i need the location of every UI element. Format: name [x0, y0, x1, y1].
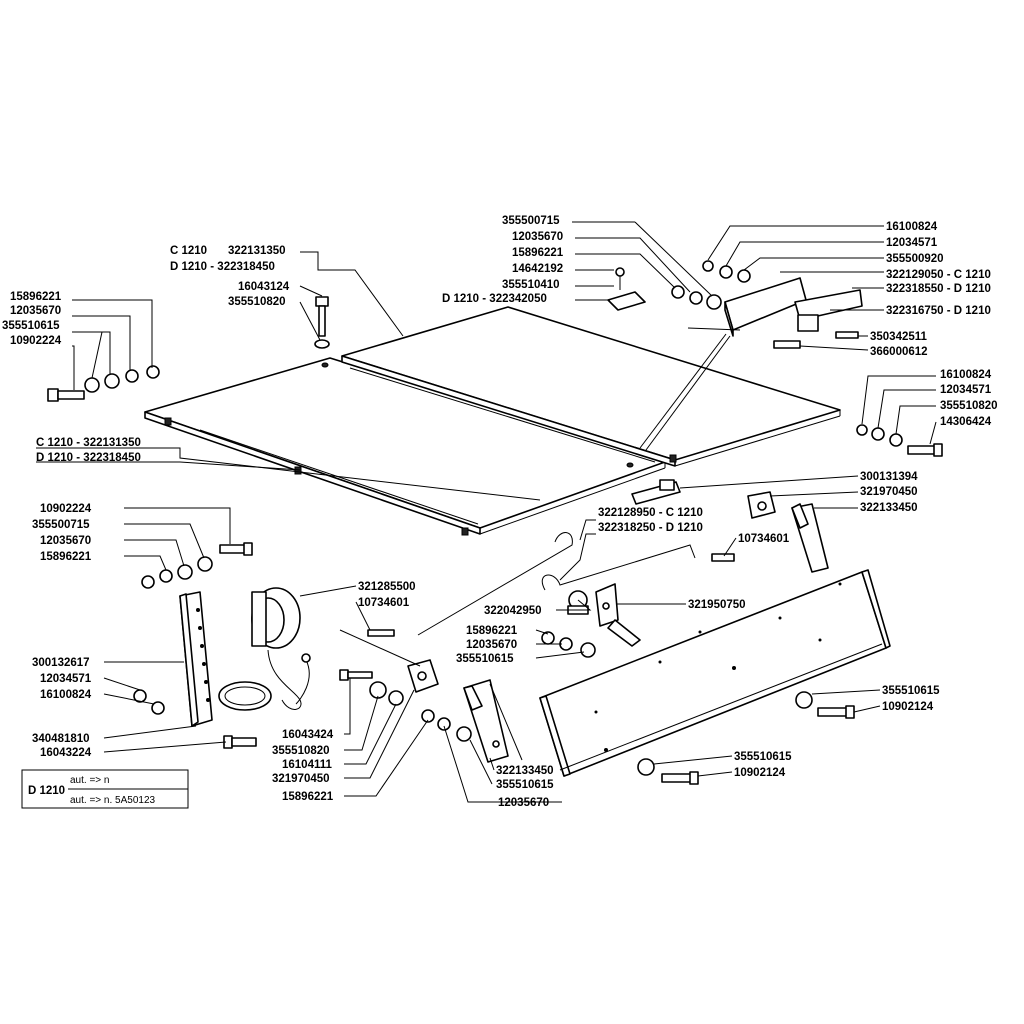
mid-left-fasteners-icon — [141, 542, 253, 589]
label-rail-nut-0: 12034571 — [40, 673, 92, 685]
label-left-stack-0: 15896221 — [10, 291, 62, 303]
label-horn-stack-1: 355510820 — [272, 745, 330, 757]
label-bracket-b: 322133450 — [860, 502, 918, 514]
label-holder-1: 12035670 — [466, 639, 517, 651]
latch-icon — [631, 479, 681, 505]
left-fasteners-icon — [47, 365, 160, 402]
label-right-top-2: 355500920 — [886, 253, 944, 265]
legend-line1: aut. => n — [70, 775, 109, 786]
label-pin-left: 10734601 — [358, 597, 410, 609]
label-hinge-d: D 1210 - 322342050 — [442, 293, 547, 305]
label-left-stack-1: 12035670 — [10, 305, 61, 317]
bracket-321970450-icon — [747, 491, 776, 519]
label-clip: 322042950 — [484, 605, 542, 617]
label-right-top-d2: 322316750 - D 1210 — [886, 305, 991, 317]
horn-mount-icon — [339, 629, 439, 706]
label-rod-d: 322318250 - D 1210 — [598, 522, 703, 534]
label-mid-left-3: 15896221 — [40, 551, 92, 563]
label-hinge-0: 355500715 — [502, 215, 560, 227]
legend-model: D 1210 — [28, 785, 65, 797]
label-mid-left-0: 10902224 — [40, 503, 92, 515]
lock-bracket-icon — [639, 260, 863, 451]
label-latch: 300131394 — [860, 471, 918, 483]
label-top-cover-d: D 1210 - 322318450 — [170, 261, 275, 273]
label-right-top-bolt1: 350342511 — [870, 331, 928, 343]
label-low-washer: 355510615 — [496, 779, 554, 791]
label-top-cover-c: C 1210 — [170, 245, 207, 257]
horn-strap-icon — [218, 681, 272, 711]
lower-bracket-icon — [421, 679, 509, 763]
label-horn-stack-4: 15896221 — [282, 791, 334, 803]
support-rod-icon — [417, 532, 735, 636]
label-panel-right2-1: 10902124 — [734, 767, 786, 779]
label-left-stack-3: 10902224 — [10, 335, 62, 347]
label-horn-stack-3: 321970450 — [272, 773, 330, 785]
label-pin-right: 10734601 — [738, 533, 790, 545]
leader-lines — [36, 221, 937, 803]
label-hinge-2: 15896221 — [512, 247, 564, 259]
label-low-bracket: 322133450 — [496, 765, 554, 777]
label-top-cover-c-code: 322131350 — [228, 245, 286, 257]
label-right-mid-2: 355510820 — [940, 400, 998, 412]
cover-hole — [321, 362, 329, 368]
label-rod-c: 322128950 - C 1210 — [598, 507, 703, 519]
side-panel-icon — [539, 569, 891, 785]
label-right-top-d: 322318550 - D 1210 — [886, 283, 991, 295]
label-right-top-c: 322129050 - C 1210 — [886, 269, 991, 281]
hinge-plate-icon — [607, 267, 722, 311]
cover-hole — [626, 462, 634, 468]
label-right-mid-3: 14306424 — [940, 416, 992, 428]
label-holder-0: 15896221 — [466, 625, 518, 637]
label-lower-cover-c: C 1210 - 322131350 — [36, 437, 141, 449]
label-washer-top: 355510820 — [228, 296, 286, 308]
label-right-top-1: 12034571 — [886, 237, 938, 249]
rail-icon — [133, 591, 257, 749]
label-hinge-1: 12035670 — [512, 231, 563, 243]
bolt-16043124-icon — [314, 296, 330, 349]
label-right-top-bolt2: 366000612 — [870, 346, 928, 358]
label-panel-right1-0: 355510615 — [882, 685, 940, 697]
label-horn: 321285500 — [358, 581, 416, 593]
label-right-mid-0: 16100824 — [940, 369, 992, 381]
legend-line2: aut. => n. 5A50123 — [70, 795, 156, 806]
label-panel-right1-1: 10902124 — [882, 701, 934, 713]
label-mid-left-1: 355500715 — [32, 519, 90, 531]
label-horn-stack-0: 16043424 — [282, 729, 334, 741]
label-bolt-top: 16043124 — [238, 281, 290, 293]
label-panel-right2-0: 355510615 — [734, 751, 792, 763]
label-horn-stack-2: 16104111 — [282, 759, 333, 771]
label-rail-bolt2: 16043224 — [40, 747, 92, 759]
label-lower-cover-d: D 1210 - 322318450 — [36, 452, 141, 464]
label-mid-left-2: 12035670 — [40, 535, 91, 547]
label-rail-bolt1: 340481810 — [32, 733, 90, 745]
label-hinge-4: 355510410 — [502, 279, 560, 291]
label-bracket-a: 321970450 — [860, 486, 918, 498]
label-low-nut: 12035670 — [498, 797, 549, 809]
clip-icon — [567, 590, 589, 615]
bracket-322133450-icon — [791, 503, 829, 573]
label-rail: 300132617 — [32, 657, 90, 669]
label-hinge-3: 14642192 — [512, 263, 563, 275]
holder-icon — [595, 583, 641, 647]
right-fasteners-icon — [856, 424, 943, 457]
part-labels: C 1210 322131350 D 1210 - 322318450 1604… — [2, 215, 998, 809]
cover-panel-right — [341, 306, 841, 467]
legend-box: D 1210 aut. => n aut. => n. 5A50123 — [21, 769, 189, 809]
label-right-mid-1: 12034571 — [940, 384, 992, 396]
label-right-top-0: 16100824 — [886, 221, 938, 233]
label-left-stack-2: 355510615 — [2, 320, 60, 332]
label-holder-2: 355510615 — [456, 653, 514, 665]
label-rail-nut-1: 16100824 — [40, 689, 92, 701]
label-holder: 321950750 — [688, 599, 746, 611]
horn-icon — [251, 587, 311, 710]
